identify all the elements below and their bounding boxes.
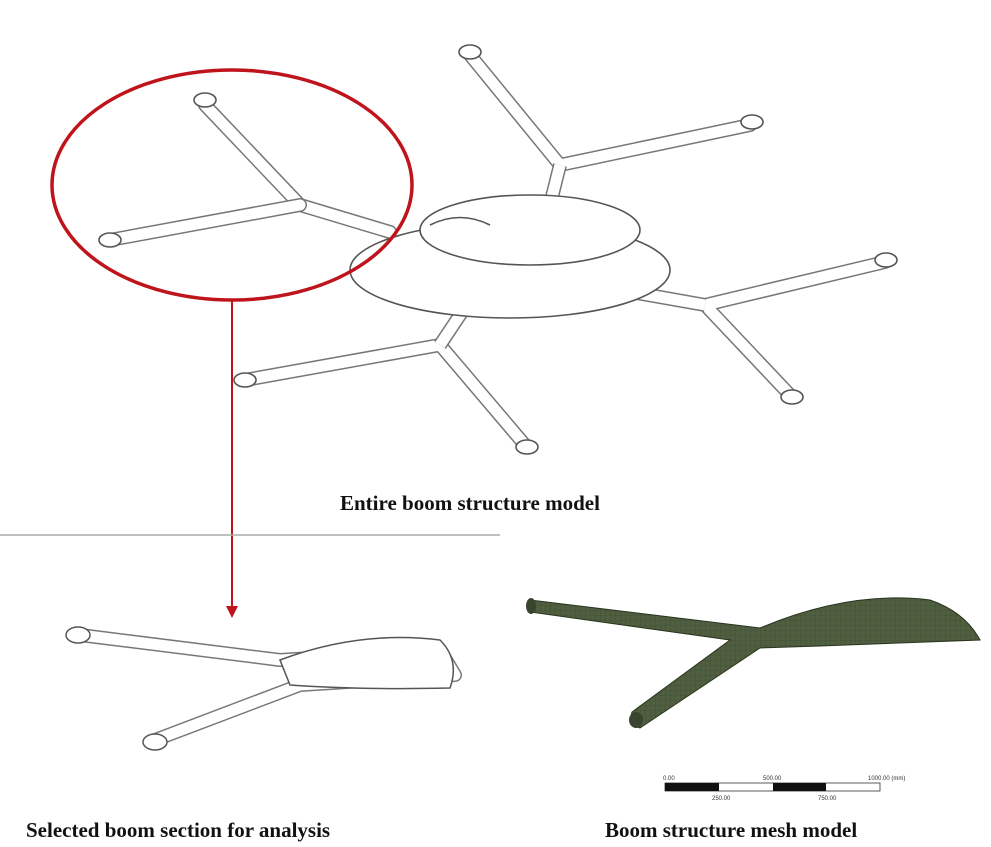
mesh-model <box>526 597 981 729</box>
scale-label: 500.00 <box>763 776 782 782</box>
scale-bar: 0.00 500.00 1000.00 (mm) 250.00 750.00 <box>663 776 905 802</box>
scale-label: 750.00 <box>818 796 837 802</box>
caption-selected-section: Selected boom section for analysis <box>26 818 331 842</box>
highlight-circle <box>50 68 414 302</box>
arrow-head-icon <box>226 606 238 618</box>
scale-label: 250.00 <box>712 796 731 802</box>
caption-mesh-model: Boom structure mesh model <box>605 818 858 842</box>
caption-entire-model: Entire boom structure model <box>340 491 600 515</box>
entire-boom-model <box>98 44 898 455</box>
scale-label: 0.00 <box>663 776 675 782</box>
scale-label: 1000.00 (mm) <box>868 776 905 782</box>
selected-boom-section <box>65 626 462 751</box>
